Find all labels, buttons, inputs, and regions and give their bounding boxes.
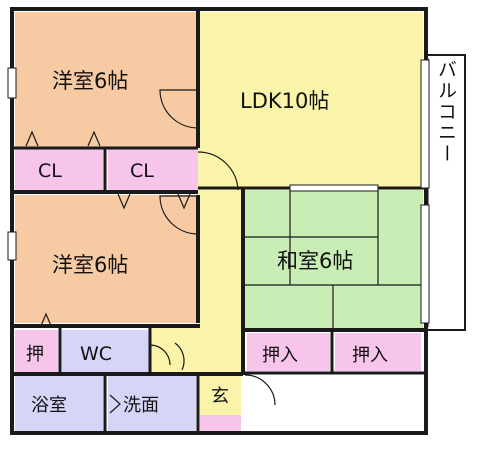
closet-left bbox=[15, 148, 103, 190]
label-storage-small: 押 bbox=[26, 344, 44, 365]
label-closet-left: CL bbox=[38, 160, 62, 182]
western-room-bottom bbox=[15, 195, 198, 323]
label-oshiire-right: 押入 bbox=[352, 345, 388, 366]
hall-area bbox=[198, 190, 243, 333]
label-ldk: LDK10帖 bbox=[240, 89, 329, 113]
closet-markers bbox=[25, 130, 191, 414]
wc-room bbox=[62, 330, 150, 372]
windows bbox=[7, 59, 430, 324]
entrance-step bbox=[200, 415, 241, 432]
door-swings bbox=[149, 89, 276, 406]
label-bath: 浴室 bbox=[31, 395, 67, 416]
label-oshiire-left: 押入 bbox=[262, 345, 298, 366]
ldk-room bbox=[198, 12, 423, 190]
label-western-room-top: 洋室6帖 bbox=[52, 69, 128, 93]
label-wc: WC bbox=[80, 343, 112, 365]
closet-right bbox=[108, 148, 198, 190]
label-closet-right: CL bbox=[130, 160, 154, 182]
label-balcony: バルコニー bbox=[435, 60, 457, 165]
hall-area-lower bbox=[150, 327, 243, 372]
label-washroom: 洗面 bbox=[123, 395, 159, 416]
storage-small bbox=[15, 330, 58, 372]
label-entrance: 玄 bbox=[211, 386, 229, 407]
label-western-room-bottom: 洋室6帖 bbox=[52, 253, 128, 277]
oshiire-right bbox=[335, 333, 421, 371]
tatami-lines bbox=[243, 190, 423, 330]
label-japanese-room: 和室6帖 bbox=[277, 249, 353, 273]
washroom bbox=[108, 376, 196, 432]
bath-room bbox=[15, 376, 103, 432]
western-room-top bbox=[15, 12, 198, 148]
oshiire-left bbox=[247, 333, 330, 371]
